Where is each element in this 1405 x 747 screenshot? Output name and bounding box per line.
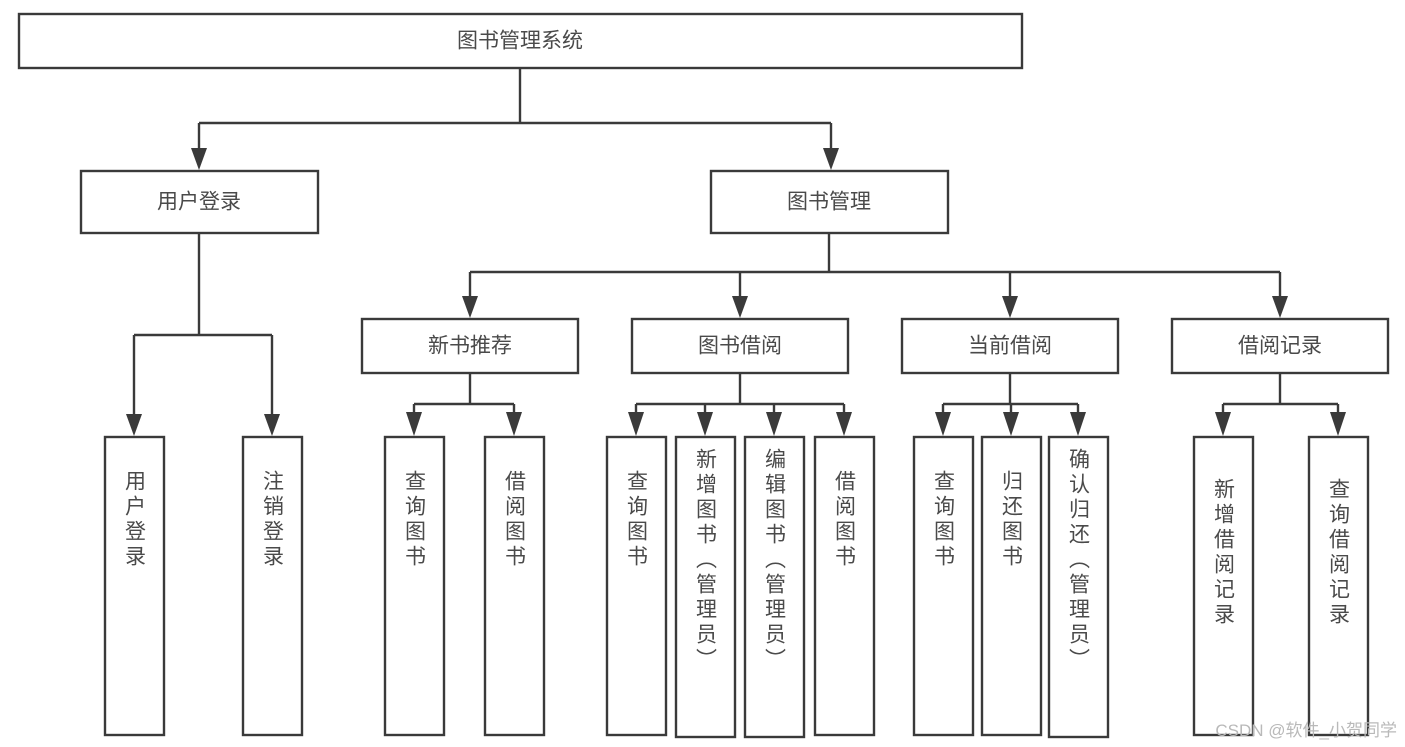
leaf-book-borrow-2[interactable]: 编辑图书（管理员）: [743, 435, 806, 739]
leaf-book-borrow-1-label: 新增图书（管理员）: [694, 448, 718, 673]
leaf-current-borrow-2-label: 确认归还（管理员）: [1067, 448, 1091, 673]
connector-currentborrow-to-leaves: [935, 374, 1086, 436]
node-user-login-label: 用户登录: [157, 191, 241, 214]
connector-bookborrow-to-leaves: [628, 374, 852, 436]
leaf-user-login-1-label: 注销登录: [261, 470, 285, 570]
node-borrow-record[interactable]: 借阅记录: [1170, 317, 1390, 375]
leaf-borrow-record-0[interactable]: 新增借阅记录: [1192, 435, 1255, 737]
leaf-book-borrow-3[interactable]: 借阅图书: [813, 435, 876, 737]
leaf-user-login-1[interactable]: 注销登录: [241, 435, 304, 737]
node-book-management[interactable]: 图书管理: [709, 169, 950, 235]
connector-root-to-level2: [191, 68, 839, 170]
node-user-login[interactable]: 用户登录: [79, 169, 320, 235]
leaf-book-borrow-0[interactable]: 查询图书: [605, 435, 668, 737]
leaf-borrow-record-1-label: 查询借阅记录: [1327, 478, 1351, 628]
node-root[interactable]: 图书管理系统: [17, 12, 1024, 70]
leaf-current-borrow-0[interactable]: 查询图书: [912, 435, 975, 737]
node-new-book-recommend[interactable]: 新书推荐: [360, 317, 580, 375]
leaf-book-borrow-3-label: 借阅图书: [833, 470, 857, 570]
connector-newbook-to-leaves: [406, 374, 522, 436]
node-book-borrow[interactable]: 图书借阅: [630, 317, 850, 375]
leaf-current-borrow-2[interactable]: 确认归还（管理员）: [1047, 435, 1110, 739]
leaf-borrow-record-0-label: 新增借阅记录: [1212, 478, 1236, 628]
leaf-new-book-recommend-0[interactable]: 查询图书: [383, 435, 446, 737]
node-current-borrow-label: 当前借阅: [968, 335, 1052, 358]
connector-userlogin-to-leaves: [126, 234, 280, 436]
leaf-current-borrow-1[interactable]: 归还图书: [980, 435, 1043, 737]
leaf-new-book-recommend-0-label: 查询图书: [403, 470, 427, 570]
leaf-book-borrow-1[interactable]: 新增图书（管理员）: [674, 435, 737, 739]
csdn-watermark: CSDN @软件_小贺同学: [1215, 721, 1397, 740]
connector-borrowrecord-to-leaves: [1215, 374, 1346, 436]
leaf-user-login-0[interactable]: 用户登录: [103, 435, 166, 737]
node-book-management-label: 图书管理: [787, 191, 871, 214]
node-root-label: 图书管理系统: [457, 30, 583, 53]
node-current-borrow[interactable]: 当前借阅: [900, 317, 1120, 375]
leaf-new-book-recommend-1-label: 借阅图书: [503, 470, 527, 570]
leaf-book-borrow-2-label: 编辑图书（管理员）: [763, 448, 787, 673]
connector-bookmgmt-to-level3: [462, 234, 1288, 318]
leaf-book-borrow-0-label: 查询图书: [625, 470, 649, 570]
leaf-new-book-recommend-1[interactable]: 借阅图书: [483, 435, 546, 737]
leaf-user-login-0-label: 用户登录: [123, 470, 147, 570]
leaf-current-borrow-1-label: 归还图书: [1000, 470, 1024, 570]
leaf-current-borrow-0-label: 查询图书: [932, 470, 956, 570]
node-borrow-record-label: 借阅记录: [1238, 335, 1322, 358]
node-book-borrow-label: 图书借阅: [698, 335, 782, 358]
leaf-borrow-record-1[interactable]: 查询借阅记录: [1307, 435, 1370, 737]
node-new-book-recommend-label: 新书推荐: [428, 335, 512, 358]
